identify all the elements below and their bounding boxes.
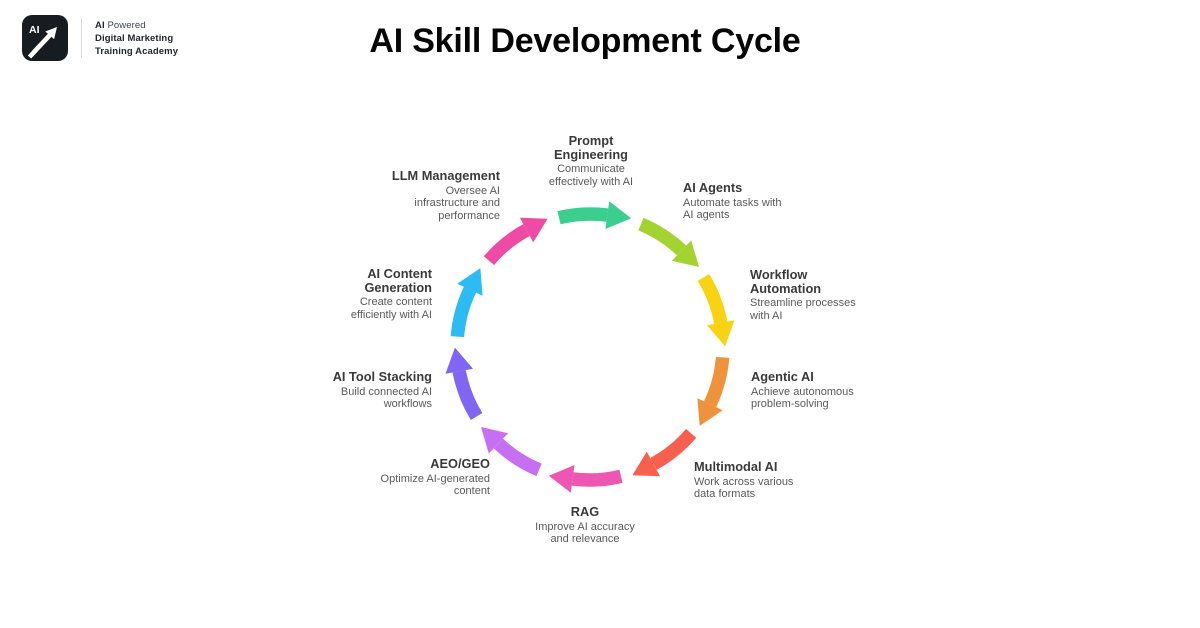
cycle-item-workflow-automation: Workflow Automation Streamline processes… [750,268,900,322]
cycle-item-agentic-ai: Agentic AI Achieve autonomous problem-so… [751,370,901,411]
cycle-item-ai-content-generation: AI Content Generation Create content eff… [292,267,432,321]
cycle-item-title: AI Content Generation [364,266,432,295]
cycle-arrow-3 [697,356,730,426]
logo-badge-ai-text: AI [29,24,40,36]
page-title: AI Skill Development Cycle [369,22,801,60]
cycle-item-title: AEO/GEO [430,456,490,471]
cycle-item-desc: Oversee AI infrastructure and performanc… [414,184,500,222]
cycle-item-title: AI Tool Stacking [332,369,432,384]
cycle-item-multimodal-ai: Multimodal AI Work across various data f… [694,460,844,501]
cycle-item-ai-tool-stacking: AI Tool Stacking Build connected AI work… [292,370,432,411]
cycle-item-desc: Automate tasks with AI agents [683,196,782,222]
cycle-item-title: LLM Management [391,168,500,183]
cycle-item-desc: Communicate effectively with AI [548,163,634,188]
cycle-item-title: Agentic AI [751,369,814,384]
cycle-item-title: Workflow Automation [750,267,822,296]
cycle-arrow-7 [445,347,483,421]
cycle-arrow-4 [632,428,697,477]
cycle-item-title: Multimodal AI [694,459,778,474]
cycle-item-ai-agents: AI Agents Automate tasks with AI agents [683,181,833,222]
brand-text: AI Powered Digital Marketing Training Ac… [95,19,178,58]
logo-divider [81,18,82,58]
cycle-item-aeo-geo: AEO/GEO Optimize AI-generated content [350,457,490,498]
cycle-arrow-9 [483,217,548,266]
cycle-item-desc: Work across various data formats [694,475,794,501]
cycle-item-desc: Improve AI accuracy and relevance [535,520,635,546]
growth-arrow-icon: AI [27,24,57,59]
cycle-item-rag: RAG Improve AI accuracy and relevance [515,505,655,546]
cycle-item-desc: Streamline processes with AI [750,297,856,322]
cycle-arrow-0 [557,201,632,229]
cycle-item-title: Prompt Engineering [554,133,628,162]
brand-line-digital-marketing: Digital Marketing [95,32,174,44]
cycle-arrow-2 [697,273,735,347]
cycle-item-title: AI Agents [683,180,743,195]
cycle-arrow-5 [548,465,623,493]
cycle-item-llm-management: LLM Management Oversee AI infrastructure… [360,169,500,222]
cycle-item-desc: Build connected AI workflows [340,385,432,411]
brand-line-training-academy: Training Academy [95,45,179,57]
logo-badge: AI [22,15,68,61]
cycle-item-desc: Achieve autonomous problem-solving [751,385,854,411]
cycle-item-desc: Create content efficiently with AI [350,296,432,321]
cycle-arrow-1 [638,217,699,267]
brand-logo: AI AI Powered Digital Marketing Training… [22,15,178,61]
cycle-item-title: RAG [570,504,600,519]
brand-line-powered: AI Powered [95,19,146,31]
cycle-item-prompt-engineering: Prompt Engineering Communicate effective… [521,134,661,188]
cycle-item-desc: Optimize AI-generated content [380,472,490,498]
cycle-arrow-8 [450,268,483,338]
